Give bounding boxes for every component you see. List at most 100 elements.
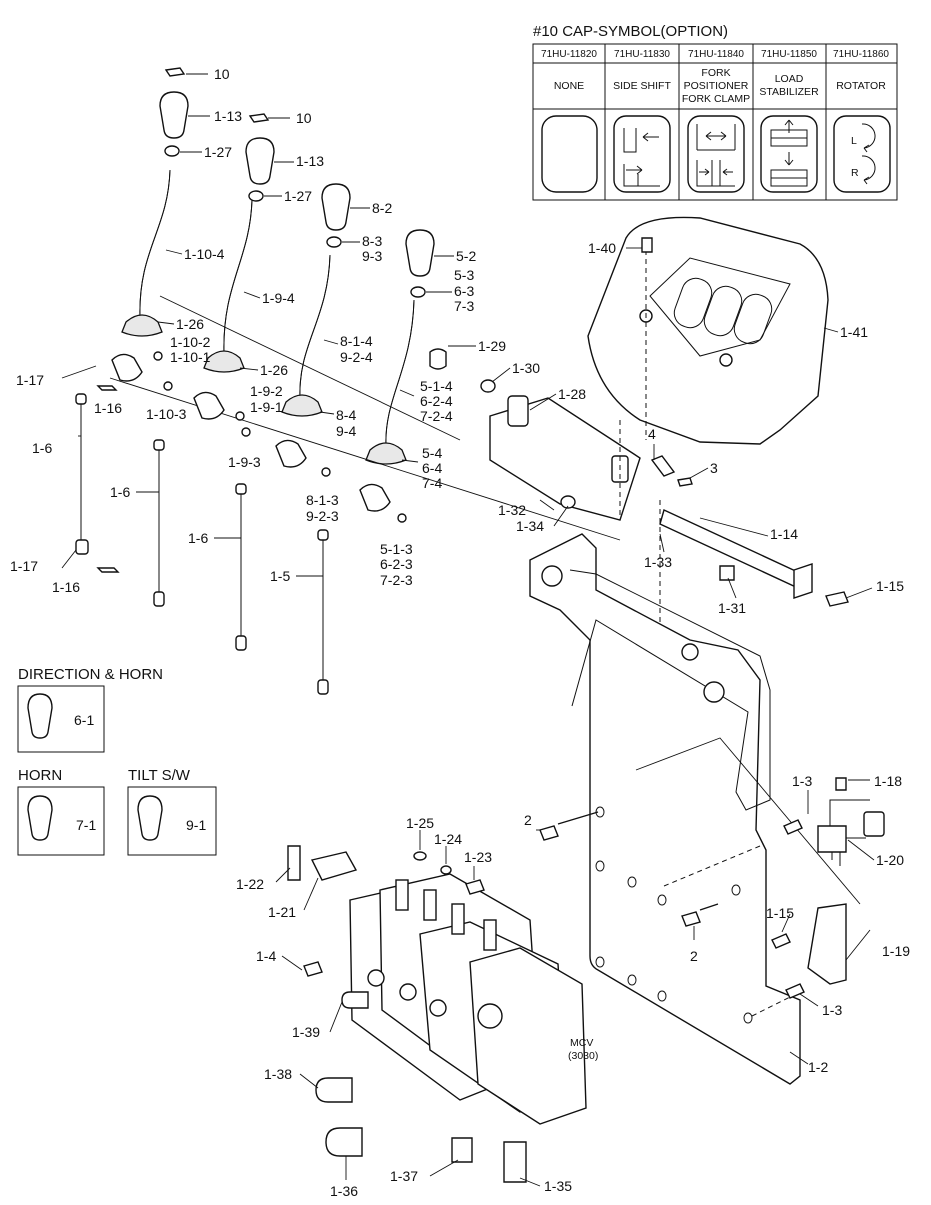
pivot-bracket-1-9-1 <box>193 391 225 420</box>
callout-1-23: 1-23 <box>464 849 492 865</box>
callout-1-14: 1-14 <box>770 526 798 542</box>
label-6-1: 6-1 <box>74 712 94 728</box>
cap-code-3: 71HU-11840 <box>688 49 744 60</box>
callout-1-17a: 1-17 <box>16 372 44 388</box>
callout-1-37: 1-37 <box>390 1168 418 1184</box>
bolt-1-23 <box>465 879 485 895</box>
callout-5-4: 5-4 <box>422 445 442 461</box>
callout-8-2: 8-2 <box>372 200 392 216</box>
cap-name-3-line2: POSITIONER <box>684 80 749 92</box>
callout-1-20: 1-20 <box>876 852 904 868</box>
callout-1-34: 1-34 <box>516 518 544 534</box>
callout-7-2-4: 7-2-4 <box>420 408 453 424</box>
callout-5-3: 5-3 <box>454 267 474 283</box>
callout-1-28: 1-28 <box>558 386 586 402</box>
callout-1-10-3: 1-10-3 <box>146 406 187 422</box>
bolt-1-15a <box>825 591 849 607</box>
callout-1-33: 1-33 <box>644 554 672 570</box>
callout-9-3: 9-3 <box>362 248 382 264</box>
cap-symbol-table: #10 CAP-SYMBOL(OPTION) 71HU-11820 71HU-1… <box>532 23 898 201</box>
cap-name-5: ROTATOR <box>836 80 886 92</box>
callout-1-19: 1-19 <box>882 943 910 959</box>
shaft-plate-1-14 <box>793 563 813 599</box>
mcv-label: MCV <box>570 1037 593 1049</box>
screw-1-18 <box>835 777 847 791</box>
callout-1-9-2: 1-9-2 <box>250 383 283 399</box>
callout-2b: 2 <box>690 948 698 964</box>
fitting-1-36 <box>325 1127 363 1157</box>
callout-labels: 10 10 1-13 1-13 1-27 1-27 8-2 8-3 9-3 5-… <box>10 66 910 1199</box>
nut-1-27a <box>164 145 180 157</box>
stopper-1-28 <box>507 395 529 427</box>
callout-1-16a: 1-16 <box>94 400 122 416</box>
rotator-right-mark: R <box>851 167 859 179</box>
callout-1-16b: 1-16 <box>52 579 80 595</box>
callout-8-4: 8-4 <box>336 407 356 423</box>
lever-knob-8-2 <box>321 183 351 231</box>
upper-bracket-group <box>429 216 849 650</box>
callout-1-40: 1-40 <box>588 240 616 256</box>
plug-1-4 <box>303 961 323 977</box>
nut-5-3 <box>410 286 426 298</box>
callout-1-9-1: 1-9-1 <box>250 399 283 415</box>
callout-1-32: 1-32 <box>498 502 526 518</box>
mounting-plate-1-2 <box>529 533 861 1085</box>
control-levers-group <box>75 67 621 695</box>
callout-1-27a: 1-27 <box>204 144 232 160</box>
callout-1-13a: 1-13 <box>214 108 242 124</box>
link-rod-1-6a <box>75 393 120 573</box>
fitting-1-35 <box>503 1141 527 1183</box>
callout-1-6b: 1-6 <box>110 484 130 500</box>
inset-direction-horn: DIRECTION & HORN 6-1 <box>17 666 163 753</box>
callout-1-21: 1-21 <box>268 904 296 920</box>
boot-1-26a <box>121 314 163 337</box>
callout-1-18: 1-18 <box>874 773 902 789</box>
link-rod-1-6c <box>235 483 247 651</box>
callout-1-5: 1-5 <box>270 568 290 584</box>
cap-name-1: NONE <box>554 80 584 92</box>
callout-3: 3 <box>710 460 718 476</box>
screw-1-40 <box>641 237 653 253</box>
callout-1-36: 1-36 <box>330 1183 358 1199</box>
inset-horn-title: HORN <box>18 767 62 784</box>
callout-1-38: 1-38 <box>264 1066 292 1082</box>
lever-knob-1-13a <box>159 91 189 139</box>
knob-9-1 <box>137 795 163 841</box>
callout-2a: 2 <box>524 812 532 828</box>
cap-symbol-chip-10a <box>164 67 186 77</box>
callout-1-30: 1-30 <box>512 360 540 376</box>
callout-6-2-3: 6-2-3 <box>380 556 413 572</box>
bolt-1-3a <box>783 819 803 835</box>
label-7-1: 7-1 <box>76 817 96 833</box>
boot-8-4 <box>281 394 323 417</box>
callout-9-2-4: 9-2-4 <box>340 349 373 365</box>
rotator-left-mark: L <box>851 135 857 147</box>
inset-tilt-switch: TILT S/W 9-1 <box>127 767 217 856</box>
callout-1-4: 1-4 <box>256 948 276 964</box>
nut-8-3 <box>326 236 342 248</box>
pin-1-16a <box>96 385 118 391</box>
cap-name-4-line1: LOAD <box>775 73 804 85</box>
callout-1-29: 1-29 <box>478 338 506 354</box>
valve-1-29 <box>429 348 447 370</box>
callout-1-10-4: 1-10-4 <box>184 246 225 262</box>
callout-1-25: 1-25 <box>406 815 434 831</box>
plate-1-22 <box>287 845 301 881</box>
cap-name-2: SIDE SHIFT <box>613 80 671 92</box>
callout-1-27b: 1-27 <box>284 188 312 204</box>
cap-code-5: 71HU-11860 <box>833 49 889 60</box>
callout-8-3: 8-3 <box>362 233 382 249</box>
boot-5-4 <box>365 442 407 465</box>
callout-5-1-3: 5-1-3 <box>380 541 413 557</box>
plate-hardware <box>539 777 885 999</box>
fitting-1-38 <box>315 1077 353 1103</box>
callout-1-9-3: 1-9-3 <box>228 454 261 470</box>
cap-symbol-chip-10b <box>248 113 270 123</box>
nut-1-27b <box>248 190 264 202</box>
pivot-bracket-1-10-1 <box>111 353 143 382</box>
label-9-1: 9-1 <box>186 817 206 833</box>
callout-10b: 10 <box>296 110 312 126</box>
callout-1-3b: 1-3 <box>822 1002 842 1018</box>
link-rod-1-5 <box>317 529 329 695</box>
bracket-1-19 <box>807 903 847 985</box>
